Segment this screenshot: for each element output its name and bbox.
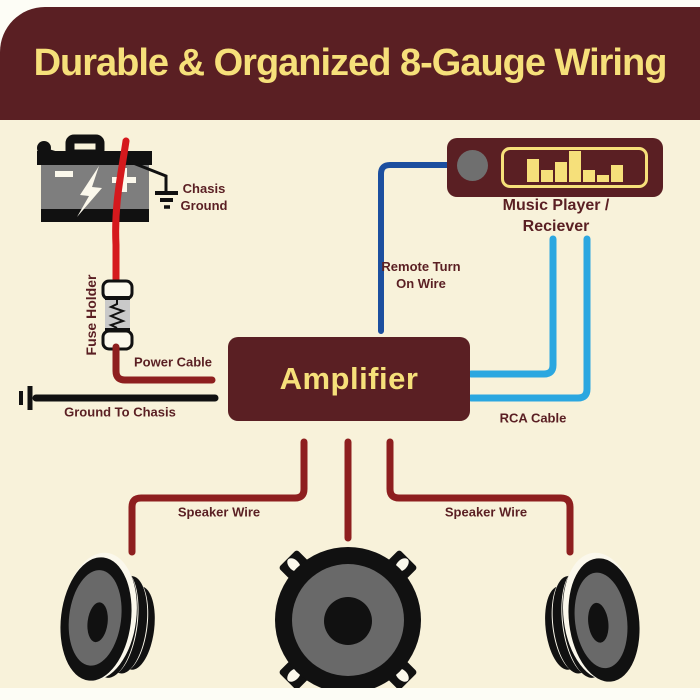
battery-illustration [37, 134, 152, 222]
speaker-center-dustcap [324, 597, 372, 645]
rca-cable-label: RCA Cable [499, 410, 567, 426]
lightning-bolt-icon [77, 166, 102, 217]
ground-to-chassis-label: Ground To Chasis [64, 404, 176, 420]
speaker-left-dustcap [87, 602, 108, 643]
rca-cables [467, 235, 591, 402]
rca-cable-left [467, 235, 557, 378]
ground-to-chassis-wire [19, 386, 219, 410]
battery-minus-mark [55, 171, 73, 177]
fuse-element-zigzag [108, 300, 126, 329]
equalizer-bar [582, 170, 595, 182]
equalizer-bar [568, 151, 581, 182]
speaker-wire-left-label: Speaker Wire [177, 504, 261, 520]
speaker-wires [128, 438, 574, 556]
speaker-right-dustcap [588, 602, 609, 643]
title-banner: Durable & Organized 8-Gauge Wiring [0, 7, 700, 120]
power-cable-wire [112, 343, 216, 384]
fuse-holder-label: Fuse Holder [82, 274, 99, 356]
music-player-label: Music Player / Reciever [502, 197, 610, 235]
speaker-left-illustration [60, 552, 155, 681]
volume-knob-icon [457, 150, 488, 181]
battery-power-wire [112, 137, 130, 290]
speaker-right-illustration [545, 552, 640, 682]
equalizer-bar [554, 162, 567, 182]
page-title: Durable & Organized 8-Gauge Wiring [33, 42, 668, 84]
amplifier-box: Amplifier [228, 337, 470, 421]
top-border [0, 0, 700, 7]
remote-turn-on-label: Remote Turn On Wire [381, 259, 461, 291]
amplifier-label: Amplifier [279, 361, 419, 396]
bottom-border [0, 688, 700, 700]
power-cable-label: Power Cable [133, 354, 213, 370]
battery-plus-mark [112, 168, 136, 192]
equalizer-bar [526, 159, 539, 182]
equalizer-bar [596, 175, 609, 182]
remote-turn-on-wire [378, 162, 453, 334]
chassis-ground-symbol [127, 159, 178, 209]
speaker-wire-right-path [386, 438, 574, 556]
chassis-ground-label: Chasis Ground [180, 181, 228, 213]
fuse-holder-illustration [101, 279, 134, 351]
rca-cable-right [467, 235, 591, 402]
equalizer-bar [610, 165, 623, 182]
speaker-center-illustration [275, 547, 421, 693]
equalizer-bars [501, 147, 648, 188]
equalizer-bar [540, 170, 553, 182]
speaker-wire-right-label: Speaker Wire [444, 504, 528, 520]
battery-bottom-bar [41, 209, 149, 222]
speaker-wire-left-path [128, 438, 308, 556]
music-player-box [447, 138, 663, 197]
